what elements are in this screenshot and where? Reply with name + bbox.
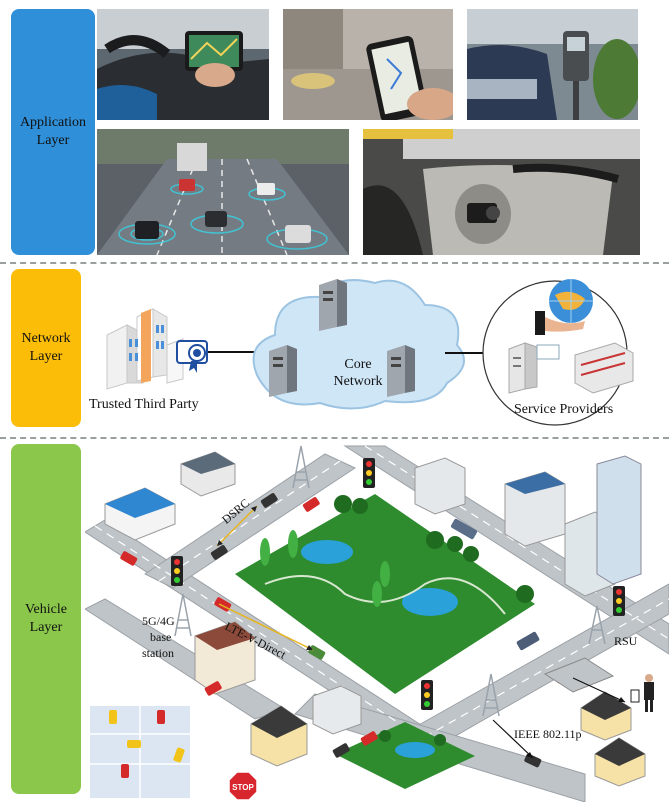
pedestrian-icon — [630, 674, 654, 712]
core-network-caption-line2: Network — [333, 374, 383, 389]
rsu-label: RSU — [614, 634, 638, 648]
service-providers-caption: Service Providers — [514, 402, 614, 417]
trusted-third-party-caption: Trusted Third Party — [89, 397, 199, 412]
application-layer-line1: Application — [19, 115, 87, 130]
core-network-caption-line1: Core — [344, 357, 372, 372]
application-layer-line2: Layer — [36, 133, 70, 148]
vehicle-layer-line2: Layer — [29, 620, 63, 635]
network-diagram — [106, 279, 634, 426]
globe-hand-icon — [535, 279, 593, 335]
vehicle-layer-scene: STOP — [85, 445, 669, 802]
communication-links — [216, 505, 626, 759]
layer-divider-top — [0, 262, 669, 264]
vehicle-layer-line1: Vehicle — [25, 602, 67, 617]
ieee-80211p-label: IEEE 802.11p — [514, 727, 582, 741]
certificate-icon — [176, 340, 208, 373]
photo-in-car-navigation — [97, 9, 269, 120]
layer-divider-bottom — [0, 437, 669, 439]
stop-sign-text: STOP — [232, 783, 254, 792]
network-layer-line2: Layer — [29, 349, 63, 364]
buildings — [104, 451, 646, 787]
server-icon — [269, 279, 415, 397]
service-server-icon — [508, 342, 634, 394]
trusted-third-party-building-icon — [106, 308, 184, 390]
photo-connected-vehicles-highway — [97, 129, 349, 255]
photo-camera-car-window — [363, 129, 640, 255]
network-layer-line1: Network — [21, 331, 71, 346]
stop-sign-icon: STOP — [228, 771, 258, 801]
cell-tower-icon — [174, 445, 606, 717]
central-park — [235, 494, 535, 694]
photo-parking-meter — [467, 9, 638, 120]
base-station-label-line2: base — [150, 630, 172, 644]
parking-lot — [90, 706, 190, 798]
base-station-label-line3: station — [142, 646, 174, 660]
rsu-lot — [543, 657, 615, 693]
photo-smartphone-map — [283, 9, 453, 120]
traffic-light-icon — [171, 458, 625, 710]
base-station-label-line1: 5G/4G — [142, 614, 175, 628]
